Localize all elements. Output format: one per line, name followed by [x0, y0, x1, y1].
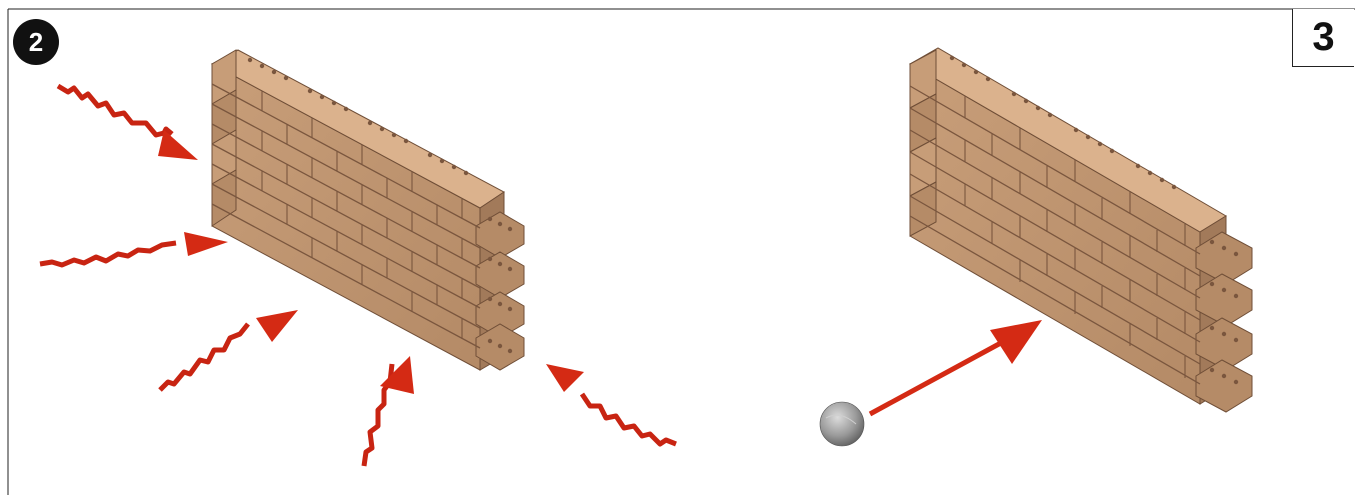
- brick-wall-left: [210, 49, 525, 371]
- wavy-red-arrow-icon: [39, 232, 228, 268]
- wavy-red-arrow-icon: [546, 364, 677, 447]
- wavy-red-arrow-icon: [158, 310, 298, 392]
- step-number-box: 3: [1292, 9, 1354, 67]
- straight-red-arrow-icon: [868, 320, 1042, 417]
- wavy-red-arrow-icon: [56, 83, 198, 160]
- brick-wall-right: [908, 47, 1253, 413]
- ball-icon: [819, 401, 865, 447]
- wavy-red-arrow-icon: [361, 356, 414, 467]
- step-number-badge: 2: [13, 19, 59, 65]
